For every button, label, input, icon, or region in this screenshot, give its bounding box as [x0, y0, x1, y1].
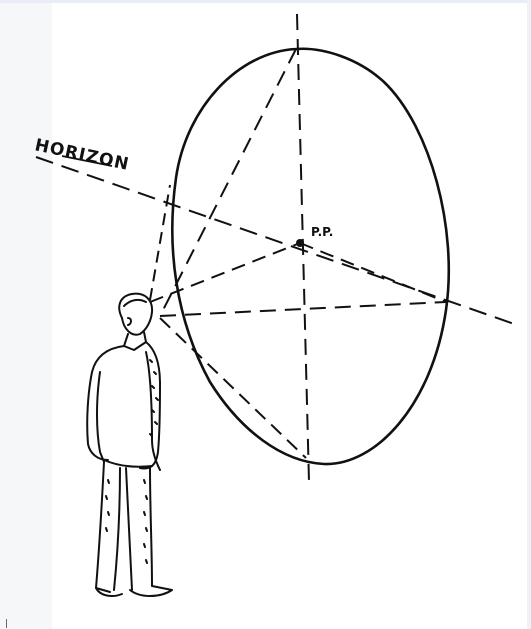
- lower-sight-line: [160, 318, 306, 458]
- observer-figure: [87, 294, 172, 596]
- horizon-label: HORIZON: [33, 135, 131, 175]
- pp-to-right-line: [300, 243, 446, 302]
- pp-label: P.P.: [311, 225, 333, 239]
- upper-sight-line: [150, 185, 170, 300]
- eye-level-line: [160, 302, 446, 316]
- top-diagonal-line: [160, 49, 296, 316]
- picture-plane-outline: [172, 49, 448, 464]
- principal-point-dot: [296, 239, 304, 247]
